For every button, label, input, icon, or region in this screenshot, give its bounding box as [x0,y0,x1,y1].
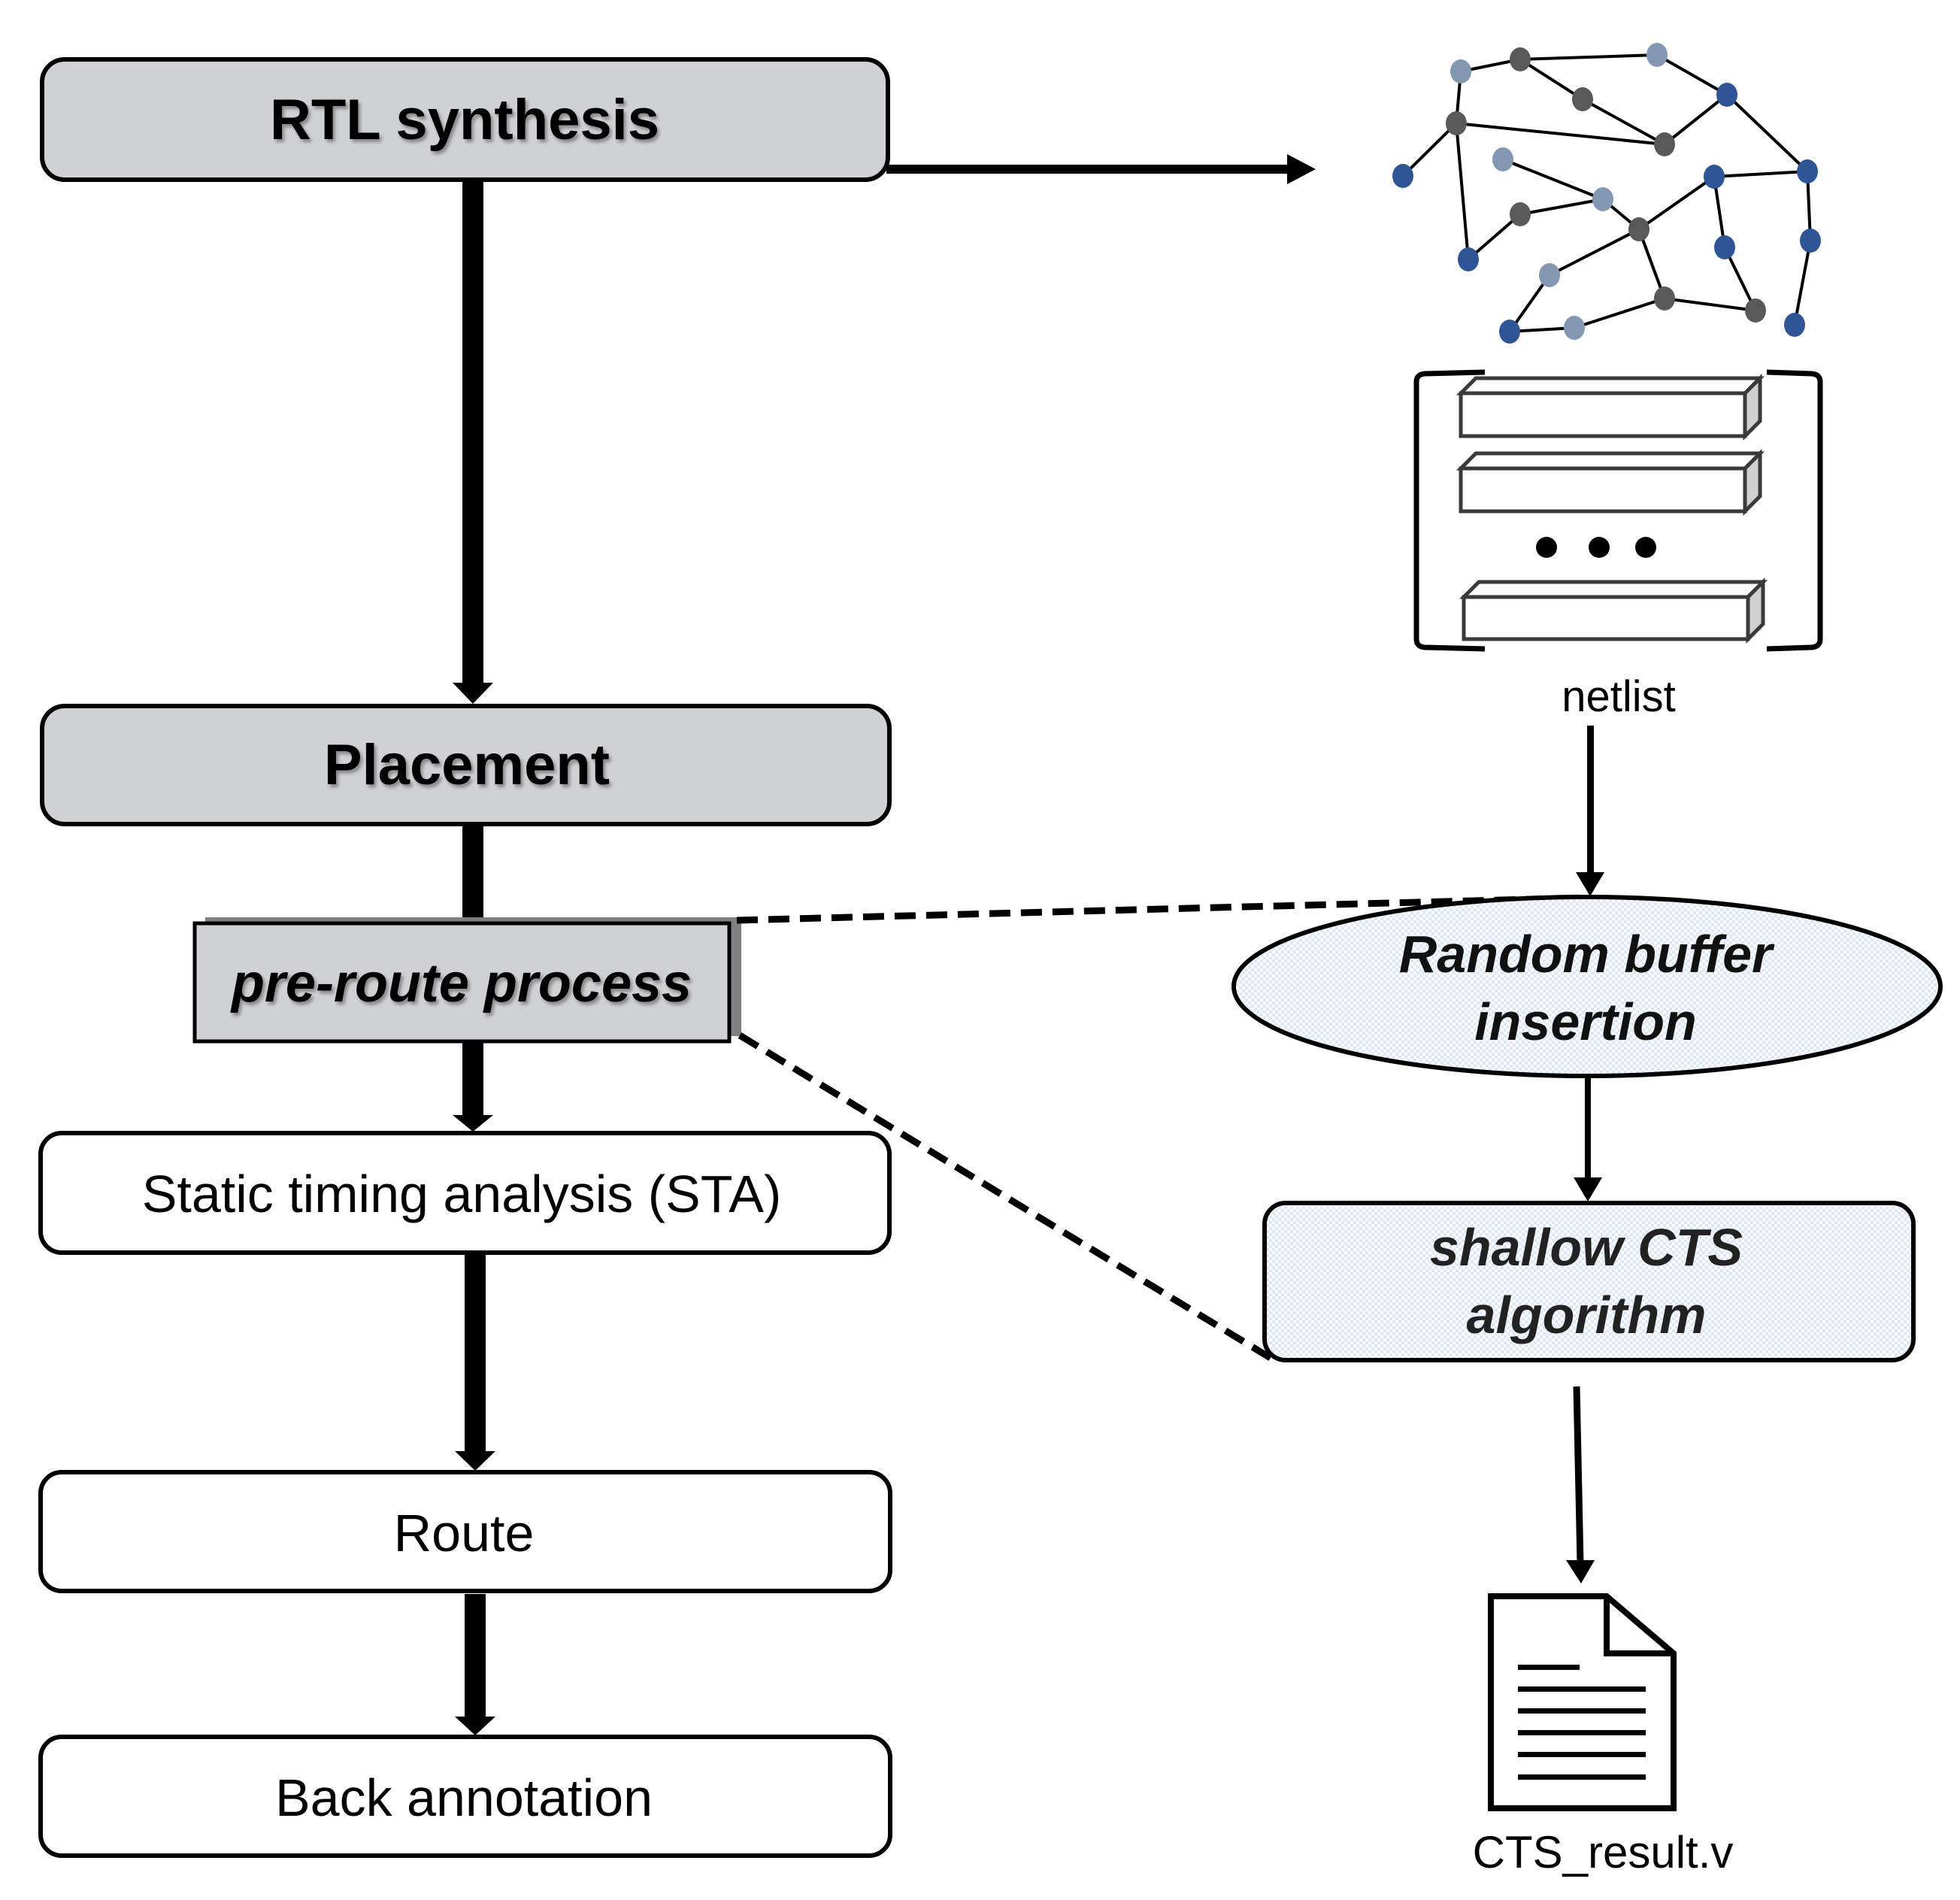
graph-node-dark [1745,298,1766,323]
graph-edge [1637,175,1716,231]
graph-edge [1456,122,1665,146]
graph-edge [1793,240,1812,326]
buffer-insertion-line2: insertion [1474,992,1697,1051]
step-back-annotation-label: Back annotation [275,1768,653,1827]
cts-algorithm-line1: shallow CTS [1430,1218,1743,1277]
graph-edge [1713,170,1808,178]
ellipsis-dot [1635,537,1656,558]
bracket-right [1766,369,1823,652]
graph-node-light [1539,263,1560,287]
graph-node-light [1592,187,1613,211]
document-icon [1488,1593,1677,1811]
random-buffer-insertion[interactable]: Random buffer insertion [1231,895,1943,1078]
step-route-label: Route [394,1504,535,1562]
graph-edge [1455,123,1470,260]
graph-edge [1664,297,1756,312]
netlist-graph-nodes [1392,43,1821,344]
step-static-timing-analysis[interactable]: Static timing analysis (STA) [38,1131,892,1255]
graph-node-blue [1800,229,1821,253]
arrow-preroute-to-sta-shaft [462,1041,483,1117]
step-route[interactable]: Route [38,1470,892,1593]
bracket-left [1413,369,1486,652]
cell-bar [1456,448,1765,517]
graph-node-light [1450,59,1471,83]
graph-node-blue [1714,235,1735,259]
graph-edge [1401,122,1458,177]
graph-node-dark [1572,87,1593,111]
graph-node-dark [1510,47,1531,71]
graph-node-dark [1510,202,1531,226]
graph-edge [1519,198,1604,216]
graph-edge [1508,274,1551,333]
netlist-icon [1413,369,1823,652]
graph-node-blue [1797,159,1818,183]
graph-edge [1582,98,1665,146]
arrow-sta-to-route-shaft [465,1253,486,1453]
graph-edge [1574,297,1665,329]
ellipsis-dot [1589,537,1610,558]
line-placement-to-preroute [462,825,483,923]
arrow-route-to-back-shaft [465,1594,486,1718]
cts-algorithm-line2: algorithm [1467,1286,1707,1344]
step-back-annotation[interactable]: Back annotation [38,1735,892,1858]
graph-edge [1549,228,1640,277]
step-rtl-synthesis-label: RTL synthesis [270,88,659,152]
buffer-insertion-line1: Random buffer [1399,925,1775,983]
graph-node-blue [1392,164,1413,188]
graph-node-blue [1458,247,1479,271]
step-placement-label: Placement [324,733,610,797]
graph-edge [1656,53,1728,96]
graph-node-dark [1654,132,1675,156]
graph-node-blue [1704,165,1725,189]
graph-edge [1637,229,1666,299]
cell-bar [1459,577,1768,644]
flow-arrows [453,180,495,1735]
graph-edge [1502,158,1604,201]
ellipsis-dot [1536,537,1557,558]
graph-node-blue [1499,320,1520,344]
graph-node-dark [1446,111,1467,135]
graph-node-light [1564,316,1585,340]
graph-edge [1519,58,1584,101]
arrow-route-to-back-head [455,1717,495,1735]
graph-node-dark [1654,286,1675,311]
arrow-cts-to-result [1566,1386,1595,1583]
cell-bar [1456,373,1765,441]
netlist-label: netlist [1562,672,1676,721]
graph-node-dark [1628,217,1649,241]
dashed-line-bottom [738,1032,1279,1365]
graph-edge [1725,93,1809,173]
graph-node-light [1492,147,1513,171]
graph-edge [1519,53,1658,61]
shallow-cts-algorithm[interactable]: shallow CTS algorithm [1262,1201,1916,1362]
arrow-buffer-to-cts [1574,1076,1602,1202]
graph-edge [1467,213,1522,261]
result-file-label: CTS_result.v [1473,1827,1734,1877]
graph-edge [1509,326,1575,333]
step-rtl-synthesis[interactable]: RTL synthesis [40,57,890,182]
arrow-netlist-to-buffer [1576,726,1604,896]
step-placement[interactable]: Placement [40,704,892,826]
arrow-rtl-to-placement-head [453,683,493,704]
graph-edge [1663,93,1728,146]
step-pre-route-process[interactable]: pre-route process [192,917,741,1044]
graph-node-blue [1716,83,1737,107]
step-pre-route-process-label: pre-route process [230,953,692,1014]
step-sta-label: Static timing analysis (STA) [142,1165,782,1223]
arrow-sta-to-route-head [455,1451,495,1471]
arrow-rtl-to-placement-shaft [462,180,483,684]
zoom-connector-lines [736,894,1588,1365]
graph-edge [1723,247,1757,311]
dashed-line-top [736,894,1588,924]
arrow-preroute-to-sta-head [453,1115,493,1132]
graph-node-blue [1784,313,1805,337]
arrow-rtl-to-netlist [886,154,1316,184]
graph-node-light [1646,43,1668,67]
